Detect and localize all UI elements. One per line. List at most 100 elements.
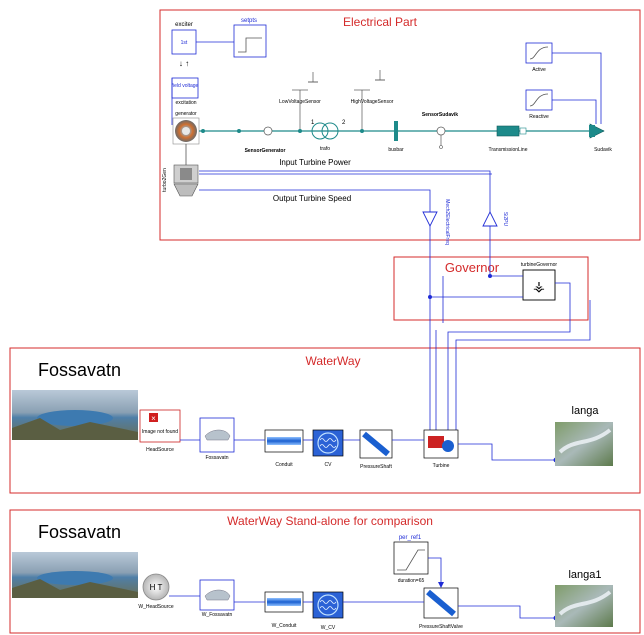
conduit-pipe bbox=[267, 437, 301, 445]
per-ref1-block[interactable] bbox=[393, 541, 429, 575]
turbine-icon-wheel bbox=[442, 440, 454, 452]
cv-label: CV bbox=[325, 462, 333, 468]
turbine-icon-red bbox=[428, 436, 444, 448]
electrical-part-title: Electrical Part bbox=[343, 15, 418, 29]
w-reservoir-icon bbox=[204, 589, 231, 601]
exciter-block[interactable] bbox=[171, 29, 197, 55]
governor-title: Governor bbox=[445, 260, 500, 275]
input-power-link bbox=[199, 170, 491, 212]
langa-stream bbox=[558, 428, 612, 454]
sensor-generator-icon[interactable] bbox=[263, 126, 273, 136]
trafo-coil-2[interactable] bbox=[321, 122, 339, 140]
sensor-sudavik-port bbox=[439, 145, 443, 149]
turbine-governor-label: turbineGovernor bbox=[521, 262, 557, 268]
w-head-source-icon[interactable] bbox=[142, 573, 170, 601]
pressure-shaft-valve-pipe bbox=[426, 589, 456, 617]
sudavik-label: Sudavik bbox=[594, 147, 612, 153]
lake-water-bottom bbox=[37, 571, 113, 585]
gov-node-2 bbox=[488, 274, 492, 278]
turbo2gen-cone[interactable] bbox=[173, 183, 199, 197]
langa1-photo bbox=[555, 585, 613, 627]
reactive-block[interactable] bbox=[525, 89, 553, 111]
generator-label: generator bbox=[175, 111, 197, 117]
sensor-sudavik-icon[interactable] bbox=[436, 126, 446, 136]
sudavik-body bbox=[589, 125, 595, 137]
bus-node-2 bbox=[237, 129, 241, 133]
hv-node bbox=[360, 129, 364, 133]
waterway-title: WaterWay bbox=[305, 354, 360, 368]
busbar-icon[interactable] bbox=[394, 121, 398, 141]
active-block[interactable] bbox=[525, 42, 553, 64]
si2pu-label: Si2PU bbox=[502, 212, 508, 227]
output-turbine-speed-label: Output Turbine Speed bbox=[273, 194, 351, 203]
lake-hills-top bbox=[12, 418, 138, 440]
trafo-1: 1 bbox=[311, 120, 315, 126]
input-turbine-power-label: Input Turbine Power bbox=[279, 158, 351, 167]
per-ref1-link bbox=[428, 557, 442, 584]
lake-title-bottom: Fossavatn bbox=[38, 522, 121, 542]
w-conduit-label: W_Conduit bbox=[272, 623, 297, 629]
conduit-label: Conduit bbox=[275, 462, 293, 468]
trafo-label: trafo bbox=[320, 146, 330, 152]
w-conduit-pipe bbox=[267, 598, 301, 606]
pressure-shaft-pipe bbox=[362, 431, 390, 457]
flow-link-6 bbox=[458, 443, 556, 461]
cv-waves bbox=[319, 438, 337, 448]
langa-label: langa bbox=[572, 405, 600, 417]
trafo-2: 2 bbox=[342, 120, 346, 126]
setpts-curve bbox=[238, 37, 262, 53]
broken-image-x: × bbox=[151, 414, 156, 423]
per-ref1-label: per_ref1 bbox=[399, 535, 422, 541]
lake-title-top: Fossavatn bbox=[38, 360, 121, 380]
bus-node-1 bbox=[201, 129, 205, 133]
lv-node bbox=[298, 129, 302, 133]
si2pu-triangle[interactable] bbox=[482, 210, 498, 227]
transmission-line-icon[interactable] bbox=[496, 125, 520, 137]
per-ref1-arrow bbox=[438, 582, 444, 588]
duration-label: duration=65 bbox=[398, 578, 425, 584]
active-label: Active bbox=[532, 67, 546, 73]
output-speed-link bbox=[199, 189, 431, 212]
transmission-line-label: TransmissionLine bbox=[489, 147, 528, 153]
reservoir-icon bbox=[204, 429, 231, 441]
turbine-label: Turbine bbox=[433, 463, 450, 469]
head-source-block[interactable] bbox=[139, 409, 181, 443]
standalone-frame bbox=[9, 509, 641, 634]
mech2electrical-label: Mech2ElectricalFreq bbox=[444, 199, 450, 245]
per-ref1-ramp bbox=[397, 549, 425, 571]
w-flow-link-5 bbox=[458, 605, 556, 619]
w-fossavatn-label: W_Fossavatn bbox=[202, 612, 233, 618]
mech2electrical-triangle[interactable] bbox=[422, 211, 438, 228]
generator-core bbox=[182, 127, 190, 135]
langa1-label: langa1 bbox=[568, 569, 601, 581]
field-voltage-text: field voltage bbox=[172, 83, 199, 89]
gov-ext-link bbox=[455, 300, 591, 430]
standalone-title: WaterWay Stand-alone for comparison bbox=[227, 514, 433, 528]
broken-image-icon bbox=[149, 413, 158, 422]
electrical-part-frame bbox=[159, 9, 641, 241]
turbo2gen-label: turbo2Gen bbox=[162, 168, 168, 192]
active-curve bbox=[529, 46, 549, 60]
excitation-label: excitation bbox=[175, 100, 196, 106]
setpts-label: setpts bbox=[241, 18, 257, 24]
sensor-generator-label: SensorGenerator bbox=[245, 148, 286, 154]
langa1-stream bbox=[558, 590, 612, 616]
cv-icon bbox=[317, 432, 339, 454]
w-cv-waves bbox=[319, 600, 337, 610]
reactive-label: Reactive bbox=[529, 114, 549, 120]
transmission-line-end bbox=[519, 127, 527, 135]
pressure-shaft-label: PressureShaft bbox=[360, 464, 392, 470]
trafo-coil-1[interactable] bbox=[311, 122, 329, 140]
high-voltage-sensor-label: HighVoltageSensor bbox=[351, 99, 394, 105]
turbine-governor-block[interactable] bbox=[522, 269, 556, 301]
langa-photo bbox=[555, 422, 613, 466]
w-head-source-label: W_HeadSource bbox=[138, 604, 174, 610]
head-source-label: HeadSource bbox=[146, 447, 174, 453]
waterway-frame bbox=[9, 347, 641, 494]
sensor-sudavik-label: SensorSudavik bbox=[422, 112, 458, 118]
active-link bbox=[552, 52, 602, 124]
exciter-block-text: 1st bbox=[181, 40, 188, 46]
reactive-curve bbox=[529, 93, 549, 107]
exciter-arrows: ↓ ↑ bbox=[179, 59, 189, 68]
w-head-source-ht: H T bbox=[150, 583, 163, 592]
